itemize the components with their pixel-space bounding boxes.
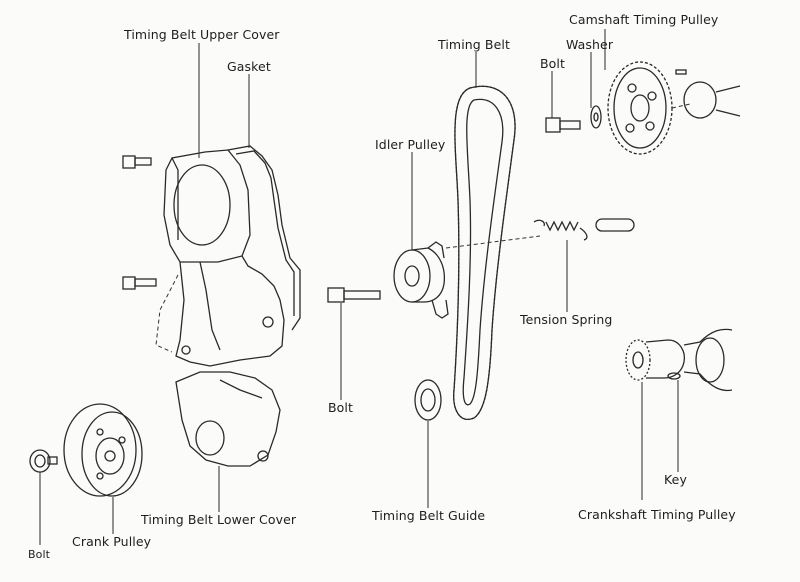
crank-pulley	[63, 403, 143, 497]
label-timing-belt: Timing Belt	[438, 37, 510, 52]
label-washer: Washer	[566, 37, 614, 52]
cover-bolt-lower	[122, 276, 157, 290]
label-bolt-left: Bolt	[28, 548, 51, 561]
label-camshaft-timing-pulley: Camshaft Timing Pulley	[569, 12, 719, 27]
label-gasket: Gasket	[227, 59, 271, 74]
label-bolt-top: Bolt	[540, 56, 565, 71]
timing-belt-upper-cover	[163, 149, 285, 367]
idler-pulley-bolt	[327, 287, 381, 303]
leader-lines	[39, 29, 679, 545]
cover-bolt-upper	[122, 155, 152, 169]
label-bolt-mid: Bolt	[328, 400, 353, 415]
idler-pulley	[393, 241, 449, 319]
timing-belt-guide	[414, 379, 442, 421]
gasket	[227, 145, 301, 331]
camshaft-timing-pulley	[607, 61, 741, 155]
tension-spring-pin	[595, 218, 635, 232]
label-crank-pulley: Crank Pulley	[72, 534, 152, 549]
crankshaft-timing-pulley	[625, 328, 733, 392]
timing-belt-lower-cover	[175, 371, 281, 467]
camshaft-pulley-bolt	[545, 117, 581, 133]
label-timing-belt-guide: Timing Belt Guide	[372, 508, 486, 523]
crank-pulley-bolt	[29, 449, 58, 473]
washer	[590, 105, 602, 129]
label-key: Key	[664, 472, 687, 487]
label-idler-pulley: Idler Pulley	[375, 137, 446, 152]
label-crankshaft-timing-pulley: Crankshaft Timing Pulley	[578, 507, 736, 522]
key	[667, 372, 681, 380]
tension-spring	[533, 219, 588, 241]
timing-belt	[453, 85, 516, 420]
label-tension-spring: Tension Spring	[520, 312, 613, 327]
label-timing-belt-lower-cover: Timing Belt Lower Cover	[141, 512, 297, 527]
label-timing-belt-upper-cover: Timing Belt Upper Cover	[124, 27, 280, 42]
